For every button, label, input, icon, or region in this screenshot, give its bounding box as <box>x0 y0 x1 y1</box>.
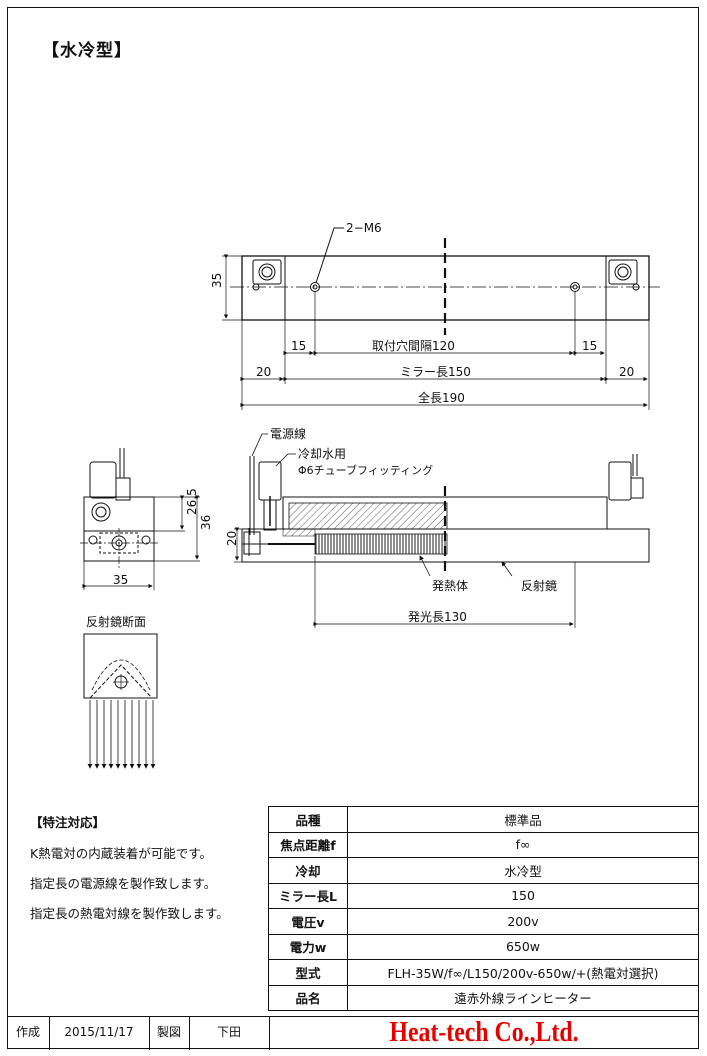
spec-key: 品名 <box>268 984 348 1011</box>
created-date: 2015/11/17 <box>49 1017 150 1050</box>
spec-key: 電圧v <box>268 908 348 935</box>
dim-mount-spacing: 取付穴間隔120 <box>372 338 455 353</box>
notes-heading: 【特注対応】 <box>30 815 106 830</box>
spec-key: 型式 <box>268 959 348 986</box>
spec-key: 品種 <box>268 806 348 833</box>
dim-26-5: 26.5 <box>185 488 199 515</box>
drafter-name: 下田 <box>189 1017 270 1050</box>
spec-value: FLH-35W/f∞/L150/200v-650w/+(熱電対選択) <box>347 959 699 986</box>
label-tube-fitting: Φ6チューブフィッティング <box>298 463 433 477</box>
table-row: 品種標準品 <box>268 806 699 833</box>
technical-drawing: 2−M6 35 取付穴間隔120 15 15 ミラー長150 20 20 全長1… <box>80 221 660 769</box>
spec-value: 150 <box>347 882 699 909</box>
section-label: 反射鏡断面 <box>86 614 146 629</box>
company-logo: Heat-tech Co.,Ltd. <box>389 1017 579 1048</box>
spec-value: 650w <box>347 933 699 960</box>
dim-36: 36 <box>199 515 213 530</box>
dim-emit-length: 発光長130 <box>408 610 467 624</box>
drawing-frame <box>7 7 699 1049</box>
table-row: 品名遠赤外線ラインヒーター <box>268 984 699 1011</box>
page-title: 【水冷型】 <box>42 41 132 61</box>
spec-value: 水冷型 <box>347 857 699 884</box>
label-power-wire: 電源線 <box>270 426 306 441</box>
dim-15-right: 15 <box>582 339 597 353</box>
created-label: 作成 <box>7 1017 50 1050</box>
label-reflector: 反射鏡 <box>521 578 557 593</box>
side-view <box>80 448 200 590</box>
screw-label: 2−M6 <box>346 221 382 235</box>
top-view-labels: 2−M6 35 取付穴間隔120 15 15 ミラー長150 20 20 全長1… <box>210 221 634 405</box>
spec-value: 200v <box>347 908 699 935</box>
dim-height-35: 35 <box>210 273 224 288</box>
spec-value: 標準品 <box>347 806 699 833</box>
drawn-label: 製図 <box>149 1017 190 1050</box>
top-view <box>222 227 660 410</box>
note-item: K熱電対の内蔵装着が可能です。 <box>30 846 212 861</box>
spec-key: ミラー長L <box>268 882 348 909</box>
spec-key: 焦点距離f <box>268 831 348 858</box>
label-heater: 発熱体 <box>432 579 468 593</box>
spec-key: 電力w <box>268 933 348 960</box>
label-cooling-water: 冷却水用 <box>298 447 346 461</box>
front-view <box>234 433 650 628</box>
section-view <box>83 633 158 769</box>
note-item: 指定長の電源線を製作致します。 <box>30 876 217 891</box>
dim-front-height: 20 <box>225 531 239 546</box>
spec-value: 遠赤外線ラインヒーター <box>347 984 699 1011</box>
spec-key: 冷却 <box>268 857 348 884</box>
dim-mirror-length: ミラー長150 <box>400 365 471 379</box>
note-item: 指定長の熱電対線を製作致します。 <box>30 906 229 921</box>
dim-15-left: 15 <box>291 339 306 353</box>
dim-20-right: 20 <box>619 365 634 379</box>
special-order-notes: 【特注対応】 K熱電対の内蔵装着が可能です。 指定長の電源線を製作致します。 指… <box>30 812 270 933</box>
table-row: 冷却水冷型 <box>268 857 699 884</box>
dim-total-length: 全長190 <box>418 390 465 405</box>
front-view-labels: 電源線 冷却水用 Φ6チューブフィッティング 20 発熱体 反射鏡 発光長130 <box>225 426 557 624</box>
spec-value: f∞ <box>347 831 699 858</box>
title-block: 作成 2015/11/17 製図 下田 Heat-tech Co.,Ltd. <box>7 1016 699 1050</box>
dim-side-width: 35 <box>113 573 128 587</box>
side-view-labels: 26.5 36 35 <box>113 488 213 587</box>
dim-20-left: 20 <box>256 365 271 379</box>
